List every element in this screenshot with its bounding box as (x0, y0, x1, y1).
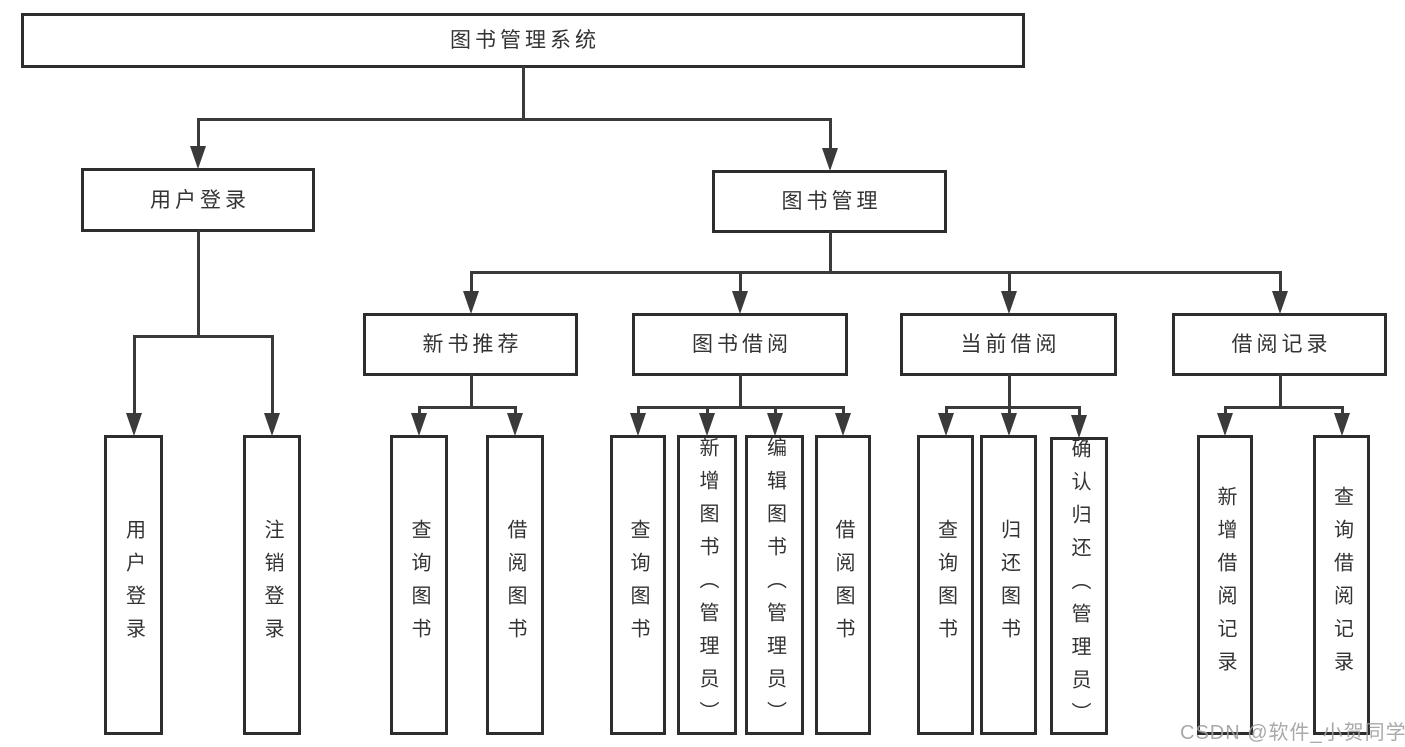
node-label-root: 图书管理系统 (450, 29, 600, 52)
node-label-b1: 查询图书 (627, 519, 649, 651)
connector-stem-r1 (418, 406, 421, 416)
arrow-down-icon-b1 (630, 413, 646, 436)
node-label-b3: 编辑图书（管理员） (763, 436, 786, 734)
node-r1: 查询图书 (390, 435, 448, 735)
connector-trunk-login (197, 230, 200, 338)
connector-stem-b3 (774, 406, 777, 416)
node-u2: 注销登录 (243, 435, 301, 735)
node-root: 图书管理系统 (21, 13, 1025, 68)
node-label-c3: 确认归还（管理员） (1068, 437, 1090, 735)
node-r2: 借阅图书 (486, 435, 544, 735)
connector-branch-root (197, 118, 832, 121)
node-records: 借阅记录 (1172, 313, 1387, 376)
node-label-records: 借阅记录 (1231, 333, 1332, 356)
node-label-current: 当前借阅 (960, 333, 1061, 356)
connector-trunk-borrow (739, 374, 742, 409)
connector-stem-b4 (842, 406, 845, 416)
node-b4: 借阅图书 (815, 435, 871, 735)
node-label-b4: 借阅图书 (832, 519, 854, 651)
connector-branch-login (133, 335, 274, 338)
arrow-down-icon-b3 (767, 413, 783, 436)
arrow-down-icon-u1 (126, 413, 142, 436)
connector-stem-borrow (739, 271, 742, 294)
connector-stem-c2 (1008, 406, 1011, 416)
connector-stem-u2 (271, 335, 274, 416)
arrow-down-icon-b2 (699, 413, 715, 436)
node-label-login: 用户登录 (150, 188, 250, 212)
connector-stem-b1 (637, 406, 640, 416)
connector-stem-current (1008, 271, 1011, 294)
connector-stem-b2 (706, 406, 709, 416)
arrow-down-icon-u2 (264, 413, 280, 436)
arrow-down-icon-mgmt (822, 148, 838, 171)
arrow-down-icon-c3 (1071, 415, 1087, 438)
arrow-down-icon-c2 (1001, 413, 1017, 436)
node-u1: 用户登录 (104, 435, 163, 735)
connector-branch-records (1224, 406, 1344, 409)
connector-stem-r2 (514, 406, 517, 416)
connector-stem-x1 (1224, 406, 1227, 416)
csdn-watermark: CSDN @软件_小贺同学 (1180, 722, 1405, 744)
node-label-x2: 查询借阅记录 (1330, 486, 1353, 684)
connector-branch-borrow (637, 406, 845, 409)
connector-trunk-mgmt (829, 231, 832, 274)
connector-stem-login (197, 118, 200, 149)
connector-trunk-current (1008, 374, 1011, 409)
node-label-r2: 借阅图书 (504, 519, 526, 651)
arrow-down-icon-r1 (411, 413, 427, 436)
node-label-rec: 新书推荐 (422, 333, 523, 356)
connector-trunk-root (522, 66, 525, 121)
arrow-down-icon-x2 (1334, 413, 1350, 436)
arrow-down-icon-borrow (732, 291, 748, 314)
node-mgmt: 图书管理 (712, 170, 947, 233)
arrow-down-icon-current (1001, 291, 1017, 314)
node-label-borrow: 图书借阅 (692, 333, 792, 356)
node-c2: 归还图书 (980, 435, 1037, 735)
connector-trunk-records (1279, 374, 1282, 409)
node-label-mgmt: 图书管理 (781, 190, 882, 213)
node-login: 用户登录 (81, 168, 315, 232)
node-label-u2: 注销登录 (261, 519, 283, 651)
node-c3: 确认归还（管理员） (1050, 437, 1108, 735)
connector-stem-records (1279, 271, 1282, 294)
node-label-x1: 新增借阅记录 (1214, 486, 1236, 684)
arrow-down-icon-c1 (938, 413, 954, 436)
node-b3: 编辑图书（管理员） (745, 435, 804, 735)
connector-stem-rec (470, 271, 473, 294)
connector-branch-rec (418, 406, 517, 409)
arrow-down-icon-login (190, 146, 206, 169)
node-label-c2: 归还图书 (997, 519, 1020, 651)
node-current: 当前借阅 (900, 313, 1117, 376)
arrow-down-icon-b4 (835, 413, 851, 436)
connector-stem-u1 (133, 335, 136, 416)
node-label-b2: 新增图书（管理员） (696, 436, 718, 734)
arrow-down-icon-x1 (1217, 413, 1233, 436)
connector-trunk-rec (470, 374, 473, 409)
arrow-down-icon-r2 (507, 413, 523, 436)
arrow-down-icon-rec (463, 291, 479, 314)
connector-branch-mgmt (470, 271, 1282, 274)
connector-stem-c3 (1078, 406, 1081, 418)
node-borrow: 图书借阅 (632, 313, 848, 376)
connector-stem-c1 (945, 406, 948, 416)
arrow-down-icon-records (1272, 291, 1288, 314)
node-label-c1: 查询图书 (934, 519, 957, 651)
node-x2: 查询借阅记录 (1313, 435, 1370, 735)
node-label-u1: 用户登录 (122, 519, 145, 651)
node-rec: 新书推荐 (363, 313, 578, 376)
node-c1: 查询图书 (917, 435, 974, 735)
connector-stem-x2 (1341, 406, 1344, 416)
connector-stem-mgmt (829, 118, 832, 151)
node-label-r1: 查询图书 (408, 519, 430, 651)
connector-branch-current (945, 406, 1081, 409)
node-x1: 新增借阅记录 (1197, 435, 1253, 735)
node-b1: 查询图书 (610, 435, 666, 735)
node-b2: 新增图书（管理员） (677, 435, 737, 735)
